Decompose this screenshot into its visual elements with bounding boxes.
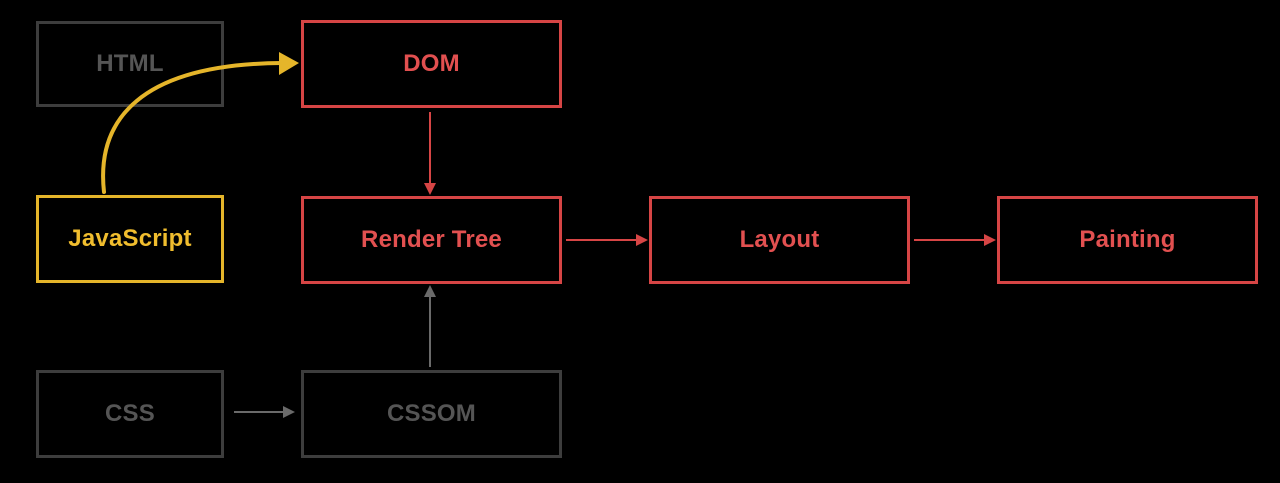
- node-cssom-label: CSSOM: [386, 400, 476, 427]
- node-css: CSS: [36, 370, 224, 458]
- arrow-javascript-to-dom-head: [279, 52, 299, 75]
- arrow-css-to-cssom-head: [283, 406, 295, 418]
- arrow-dom-to-render-tree-head: [424, 183, 436, 195]
- node-render-tree: Render Tree: [301, 196, 562, 284]
- node-render-tree-label: Render Tree: [361, 226, 502, 253]
- node-dom-label: DOM: [403, 50, 460, 77]
- node-painting: Painting: [997, 196, 1258, 284]
- node-layout: Layout: [649, 196, 910, 284]
- node-css-label: CSS: [105, 400, 155, 427]
- node-cssom: CSSOM: [301, 370, 562, 458]
- node-html-label: HTML: [96, 50, 164, 77]
- node-layout-label: Layout: [739, 226, 820, 253]
- arrow-layout-to-painting-head: [984, 234, 996, 246]
- arrow-render-tree-to-layout-head: [636, 234, 648, 246]
- node-dom: DOM: [301, 20, 562, 108]
- arrow-cssom-to-render-tree-head: [424, 285, 436, 297]
- node-painting-label: Painting: [1079, 226, 1176, 253]
- node-html: HTML: [36, 21, 224, 107]
- node-javascript-label: JavaScript: [68, 225, 192, 252]
- node-javascript: JavaScript: [36, 195, 224, 283]
